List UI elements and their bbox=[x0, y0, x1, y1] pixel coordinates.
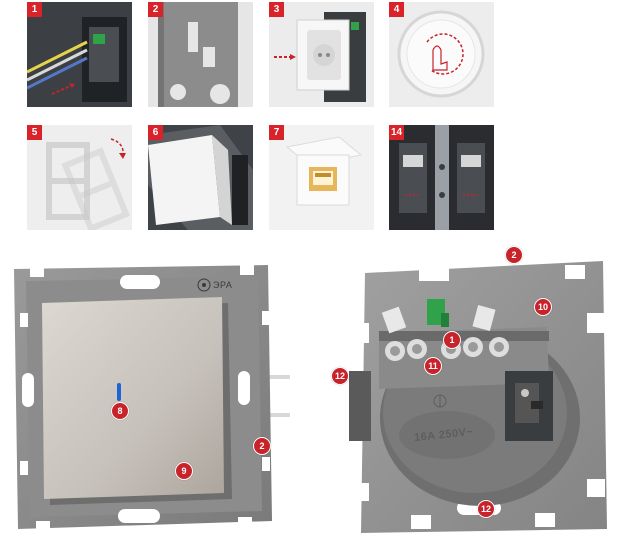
step-5-thumbnail: 5 bbox=[27, 125, 132, 230]
step-7-thumbnail: 7 bbox=[269, 125, 374, 230]
terminal-clamp-icon bbox=[389, 125, 494, 230]
switch-front-view bbox=[14, 265, 290, 531]
step-number-badge: 5 bbox=[27, 125, 42, 140]
step-2-thumbnail: 2 bbox=[148, 2, 253, 107]
callout-wires: 12 bbox=[331, 367, 349, 385]
brand-logo-text: ЭРА bbox=[213, 280, 233, 290]
step-number-badge: 4 bbox=[389, 2, 404, 17]
callout-terminal: 11 bbox=[424, 357, 442, 375]
indicator-light bbox=[117, 383, 121, 401]
step-number-badge: 14 bbox=[389, 125, 405, 140]
step-number-badge: 1 bbox=[27, 2, 42, 17]
step-1-thumbnail: 1 bbox=[27, 2, 132, 107]
callout-back-slot: 10 bbox=[534, 298, 552, 316]
frame-profile-icon bbox=[148, 2, 253, 107]
frame-rotate-icon bbox=[27, 125, 132, 230]
step-4-thumbnail: 4 bbox=[389, 2, 494, 107]
step-6-thumbnail: 6 bbox=[148, 125, 253, 230]
step-number-badge: 3 bbox=[269, 2, 284, 17]
callout-bottom-slot: 12 bbox=[477, 500, 495, 518]
step-3-thumbnail: 3 bbox=[269, 2, 374, 107]
mechanism-insert-icon bbox=[269, 2, 374, 107]
socket-back-view bbox=[349, 261, 607, 533]
step-number-badge: 2 bbox=[148, 2, 163, 17]
step-number-badge: 6 bbox=[148, 125, 163, 140]
step-number-badge: 7 bbox=[269, 125, 284, 140]
wire-insertion-icon bbox=[27, 2, 132, 107]
key-cover-icon bbox=[148, 125, 253, 230]
callout-green-bracket: 1 bbox=[443, 331, 461, 349]
switch-key bbox=[42, 297, 224, 499]
step-14-thumbnail: 14 bbox=[389, 125, 494, 230]
press-rotate-icon bbox=[389, 2, 494, 107]
rj45-port-icon bbox=[269, 125, 374, 230]
callout-frame-back: 2 bbox=[505, 246, 523, 264]
callout-key: 9 bbox=[175, 462, 193, 480]
callout-frame-front: 2 bbox=[253, 437, 271, 455]
callout-indicator-light: 8 bbox=[111, 402, 129, 420]
